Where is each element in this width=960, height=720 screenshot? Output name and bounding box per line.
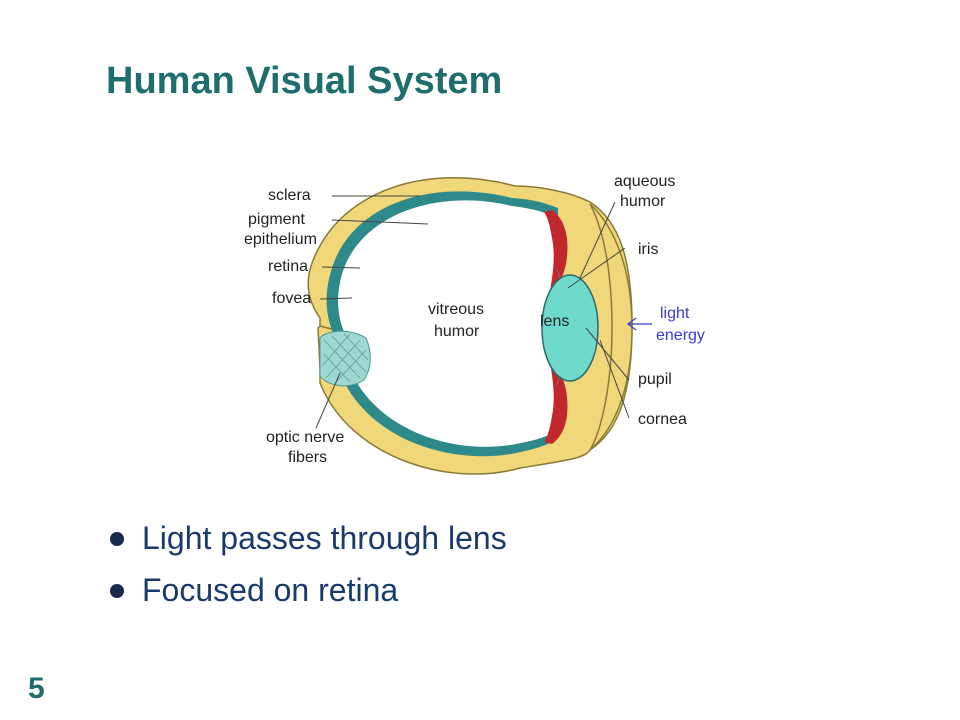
leader-lines — [315, 195, 630, 429]
eye-illustration — [307, 177, 652, 475]
label-aqueous-humor: humor — [620, 193, 666, 210]
bullet-item: Focused on retina — [106, 564, 507, 616]
label-retina: retina — [268, 258, 309, 275]
label-lens: lens — [540, 313, 570, 330]
label-optic-nerve: optic nerve — [266, 429, 345, 446]
label-sclera: sclera — [268, 187, 311, 204]
bullet-item: Light passes through lens — [106, 512, 507, 564]
label-aqueous: aqueous — [614, 173, 676, 190]
optic-nerve-fibers — [319, 330, 371, 387]
lens-shape — [541, 274, 599, 382]
cornea-shape — [589, 203, 633, 451]
page-number: 5 — [28, 672, 45, 705]
label-epithelium: epithelium — [244, 231, 317, 248]
label-pigment: pigment — [248, 211, 305, 228]
label-pupil: pupil — [638, 371, 672, 388]
iris-upper — [544, 210, 568, 294]
label-vitreous-humor: humor — [434, 323, 480, 340]
bullet-dot-icon — [110, 532, 124, 546]
label-vitreous: vitreous — [428, 301, 485, 318]
slide-title: Human Visual System — [106, 60, 503, 102]
eye-diagram: sclera pigment epithelium retina fovea o… — [240, 168, 720, 480]
label-cornea: cornea — [638, 411, 687, 428]
optic-nerve-hatching — [321, 333, 369, 383]
label-energy: energy — [656, 327, 705, 344]
label-fovea: fovea — [272, 290, 312, 307]
bullet-text: Focused on retina — [142, 572, 399, 608]
iris-lower — [544, 360, 568, 444]
bullet-list: Light passes through lens Focused on ret… — [106, 512, 507, 616]
bullet-text: Light passes through lens — [142, 520, 507, 556]
label-light: light — [660, 305, 690, 322]
label-fibers: fibers — [288, 449, 328, 466]
light-arrow — [627, 317, 652, 331]
label-iris: iris — [638, 241, 659, 258]
vitreous-cavity — [338, 200, 554, 447]
bullet-dot-icon — [110, 584, 124, 598]
